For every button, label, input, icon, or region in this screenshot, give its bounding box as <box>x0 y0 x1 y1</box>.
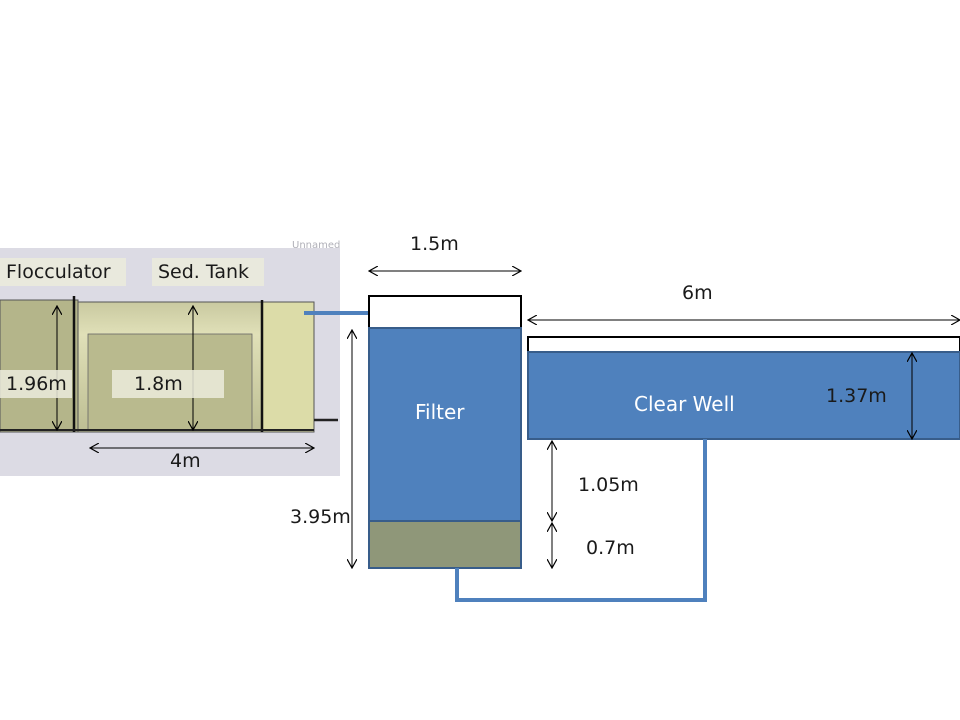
clear-well-depth-label: 1.37m <box>826 385 887 407</box>
floc-sed-photo <box>0 248 340 476</box>
sed-tank-end <box>261 301 315 433</box>
filter-width-label: 1.5m <box>410 233 459 255</box>
sed-height-label: 1.8m <box>112 370 224 398</box>
filter-height-label: 3.95m <box>290 506 351 528</box>
photo-watermark: Unnamed <box>292 240 341 251</box>
sed-length-label: 4m <box>170 450 201 472</box>
sed-tank-label: Sed. Tank <box>152 258 264 286</box>
flocculator-label: Flocculator <box>0 258 126 286</box>
clear-well-width-label: 6m <box>682 282 713 304</box>
clear-well-freeboard <box>527 336 960 353</box>
clear-well-unit <box>527 336 960 440</box>
filter-freeboard <box>368 295 522 329</box>
underdrain-pipe <box>455 439 707 602</box>
clear-well-water <box>527 351 960 440</box>
media-depth-label: 0.7m <box>586 537 635 559</box>
filter-media <box>368 520 522 569</box>
filter-unit <box>368 295 522 569</box>
clear-well-label: Clear Well <box>634 392 735 416</box>
floc-height-label: 1.96m <box>0 370 72 398</box>
filter-water <box>368 327 522 522</box>
clear-well-elev-label: 1.05m <box>578 474 639 496</box>
filter-label: Filter <box>415 400 465 424</box>
flocculator-tank <box>0 299 79 433</box>
